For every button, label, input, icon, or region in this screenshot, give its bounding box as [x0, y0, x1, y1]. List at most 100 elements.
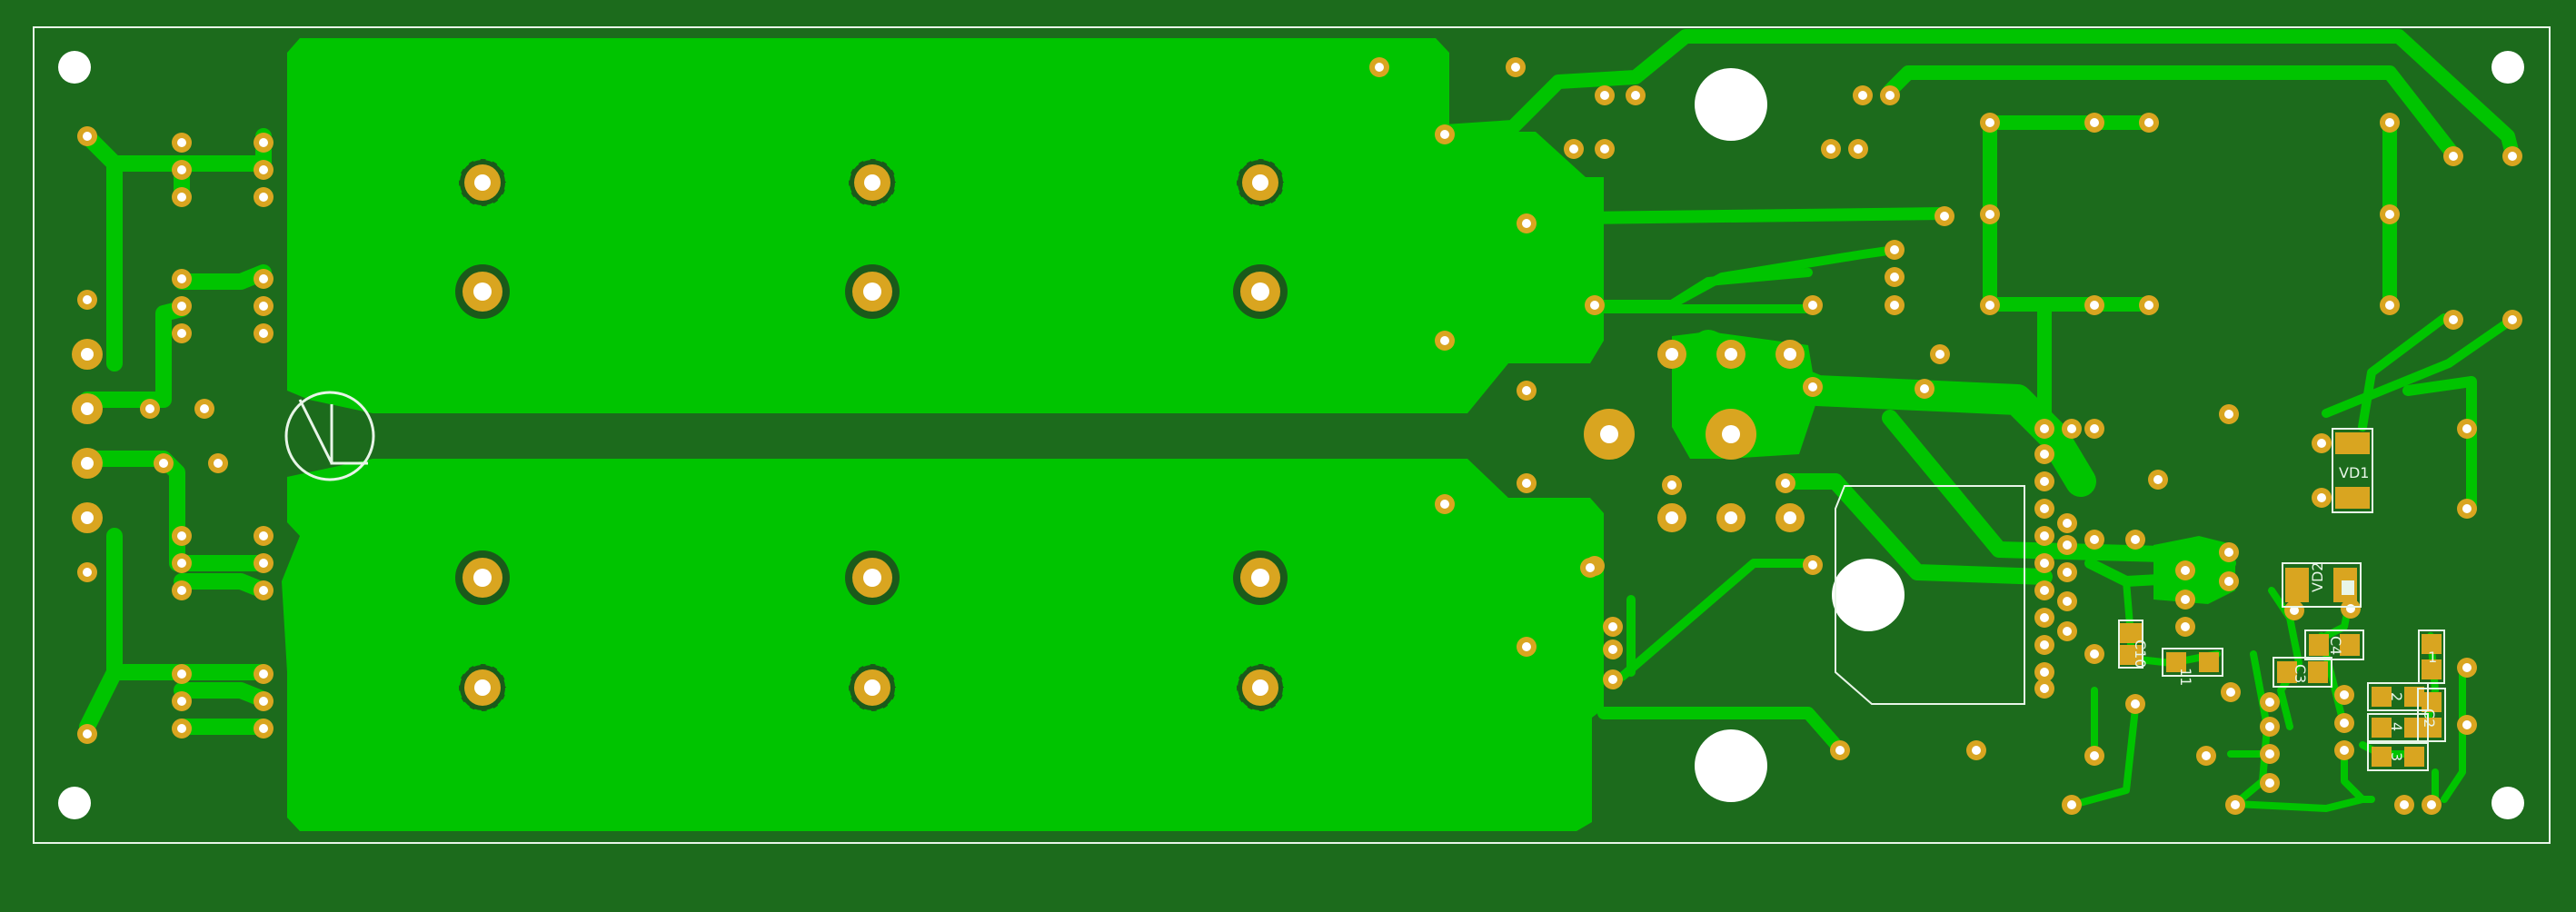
- smd-pads: [2120, 432, 2442, 767]
- via-drill: [1522, 219, 1531, 228]
- via-drill: [1985, 301, 1994, 310]
- power-drill: [1725, 511, 1737, 524]
- via-drill: [2265, 749, 2274, 758]
- via-drill: [1890, 301, 1899, 310]
- via-drill: [1940, 212, 1949, 221]
- via-drill: [2040, 613, 2049, 622]
- via-drill: [2131, 535, 2140, 544]
- via-drill: [259, 138, 268, 147]
- via-drill: [2224, 577, 2233, 586]
- board-outline: [33, 26, 2551, 844]
- via-drill: [1808, 301, 1817, 310]
- via-drill: [177, 697, 186, 706]
- via-drill: [1808, 382, 1817, 392]
- via-drill: [2265, 698, 2274, 707]
- via-drill: [2231, 800, 2240, 809]
- via-drill: [2063, 540, 2072, 550]
- via-drill: [1808, 560, 1817, 570]
- small-pads: [72, 57, 2522, 815]
- via-drill: [259, 302, 268, 311]
- label-c2: C2: [2421, 709, 2438, 728]
- via-drill: [1600, 91, 1609, 100]
- power-drill: [1666, 511, 1678, 524]
- label-r4: 4: [2388, 722, 2405, 731]
- via-drill: [1972, 746, 1981, 755]
- via-drill: [1375, 63, 1384, 72]
- via-drill: [2090, 649, 2099, 659]
- via-drill: [1781, 479, 1790, 488]
- via-drill: [2317, 493, 2326, 502]
- via-drill: [2090, 424, 2099, 433]
- via-drill: [159, 459, 168, 468]
- isolation-gap: [363, 416, 1467, 456]
- via-drill: [259, 559, 268, 568]
- via-drill: [177, 165, 186, 174]
- mounting-holes: [58, 51, 2524, 819]
- via-drill: [1600, 144, 1609, 154]
- via-drill: [2340, 690, 2349, 699]
- via-drill: [1631, 91, 1640, 100]
- via-drill: [2449, 152, 2458, 161]
- via-drill: [1440, 500, 1449, 509]
- via-drill: [2290, 606, 2299, 615]
- via-drill: [2202, 751, 2211, 760]
- via-drill: [259, 531, 268, 540]
- via-drill: [1569, 144, 1578, 154]
- via-drill: [1608, 622, 1617, 631]
- via-drill: [1586, 563, 1595, 572]
- via-drill: [2224, 548, 2233, 557]
- via-drill: [2090, 118, 2099, 127]
- via-drill: [1858, 91, 1867, 100]
- via-drill: [2040, 424, 2049, 433]
- via-drill: [1835, 746, 1845, 755]
- connector-drill: [81, 457, 94, 470]
- label-r1: 1: [2428, 649, 2437, 666]
- via-drill: [1854, 144, 1863, 154]
- via-drill: [1522, 386, 1531, 395]
- via-drill: [177, 724, 186, 733]
- via-drill: [2340, 719, 2349, 728]
- power-drill: [1725, 348, 1737, 361]
- via-drill: [2462, 504, 2472, 513]
- via-drill: [259, 586, 268, 595]
- via-drill: [177, 329, 186, 338]
- via-drill: [2153, 475, 2163, 484]
- via-drill: [2040, 640, 2049, 649]
- via-drill: [2385, 301, 2394, 310]
- via-drill: [259, 193, 268, 202]
- via-drill: [2462, 424, 2472, 433]
- via-drill: [177, 669, 186, 679]
- via-drill: [259, 274, 268, 283]
- power-drill: [1666, 348, 1678, 361]
- via-drill: [2090, 535, 2099, 544]
- via-drill: [2400, 800, 2409, 809]
- via-drill: [2067, 424, 2076, 433]
- via-drill: [177, 586, 186, 595]
- via-drill: [1985, 210, 1994, 219]
- via-drill: [2385, 210, 2394, 219]
- power-drill: [1784, 348, 1796, 361]
- label-c10: C10: [2132, 639, 2149, 669]
- via-drill: [1985, 118, 1994, 127]
- via-drill: [1608, 675, 1617, 684]
- copper-pour-top: [287, 38, 1604, 413]
- via-drill: [2340, 746, 2349, 755]
- via-drill: [177, 193, 186, 202]
- large-pads: [455, 158, 1756, 712]
- via-drill: [2508, 152, 2517, 161]
- via-drill: [1890, 273, 1899, 282]
- via-drill: [2181, 566, 2190, 575]
- via-drill: [2317, 439, 2326, 448]
- via-drill: [2063, 568, 2072, 577]
- via-drill: [2040, 559, 2049, 568]
- via-drill: [2040, 668, 2049, 677]
- via-drill: [214, 459, 223, 468]
- via-drill: [2067, 800, 2076, 809]
- via-drill: [1890, 245, 1899, 254]
- label-c3: C3: [2292, 664, 2309, 683]
- via-drill: [2265, 778, 2274, 788]
- label-r11: 11: [2177, 668, 2194, 686]
- via-drill: [83, 729, 92, 739]
